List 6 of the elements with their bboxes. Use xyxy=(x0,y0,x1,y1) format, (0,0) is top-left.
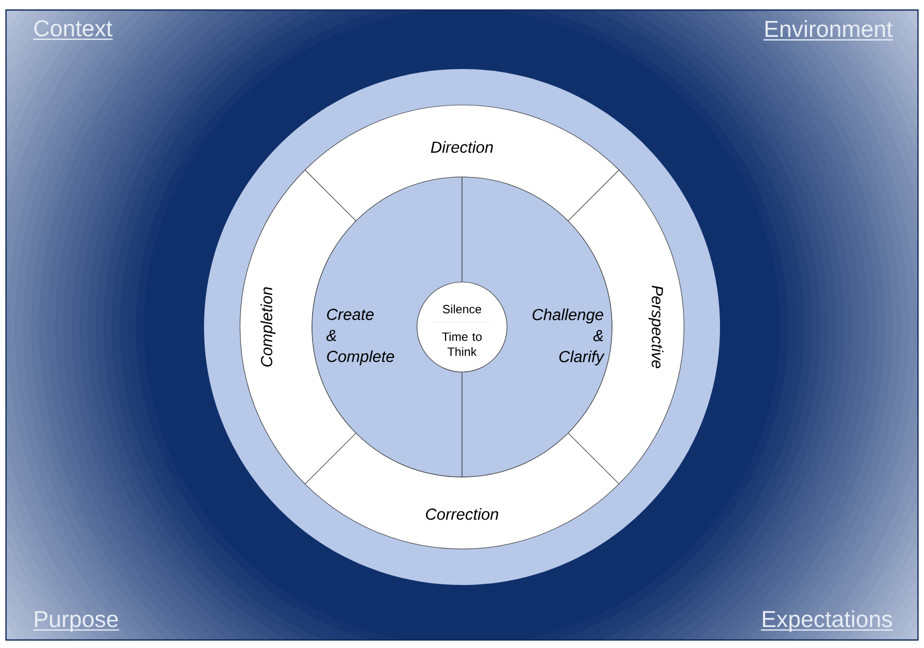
corner-label: Environment xyxy=(763,20,893,40)
corner-label: Purpose xyxy=(33,611,120,632)
corner-label: Expectations xyxy=(760,610,893,632)
corner-label: Context xyxy=(33,20,113,40)
ring-segment: Direction xyxy=(304,104,620,222)
ring-segment: Correction xyxy=(304,432,620,550)
